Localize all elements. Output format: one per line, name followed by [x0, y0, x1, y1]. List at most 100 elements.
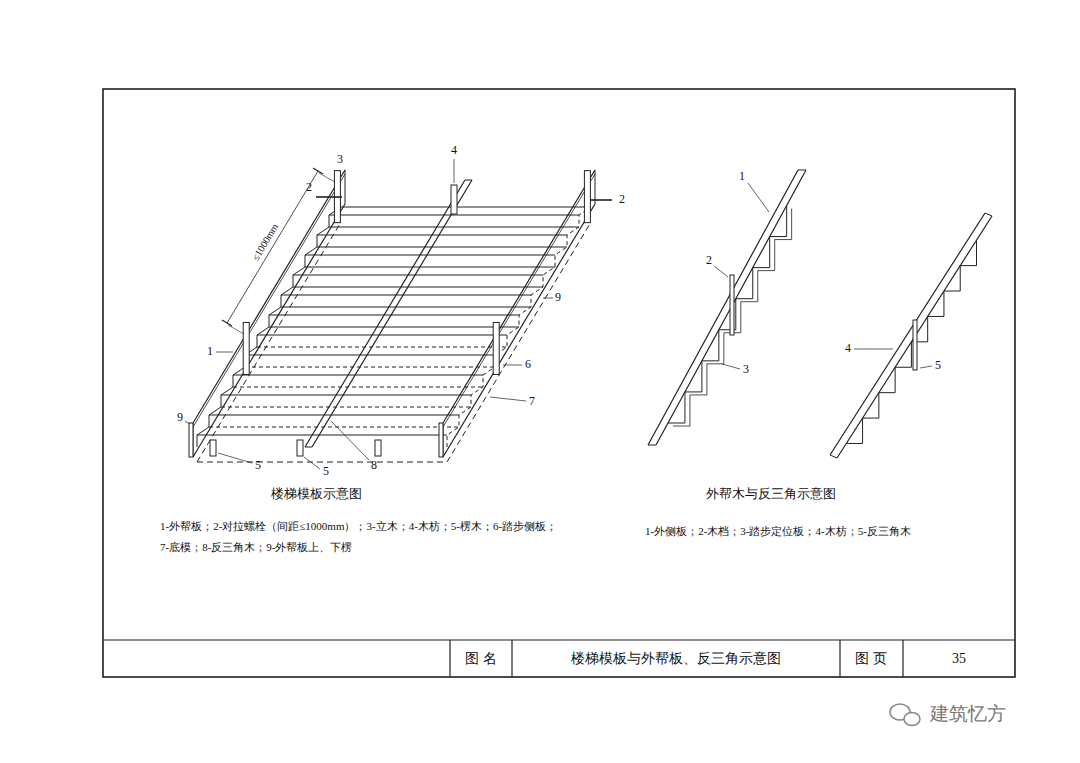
leader-line [216, 352, 233, 353]
callout-number: 3 [337, 153, 343, 166]
timber-beam [985, 213, 992, 216]
title-block-line [103, 639, 1015, 640]
step-side-board [209, 427, 459, 428]
outer-side-board [595, 170, 596, 204]
timber-beam [305, 447, 312, 448]
outer-side-board [443, 204, 595, 457]
step-side-board [305, 267, 555, 268]
outer-side-board [443, 174, 595, 427]
watermark-icon [904, 713, 920, 726]
step-side-board [305, 255, 555, 256]
legend-note: 1-外侧板；2-木档；3-踏步定位板；4-木枋；5-反三角木 [645, 525, 911, 537]
timber-beam [830, 213, 985, 455]
bottom-form [447, 222, 591, 462]
leader-line [722, 364, 740, 369]
title-block-cell: 35 [952, 651, 966, 666]
step-side-board [281, 295, 531, 296]
title-block-cell: 图 页 [855, 651, 887, 666]
outer-side-board [193, 170, 345, 423]
leader-line [854, 349, 893, 350]
bottom-form [197, 462, 447, 463]
leader-line [920, 366, 932, 368]
step-side-board [317, 247, 567, 248]
callout-number: 4 [451, 144, 457, 157]
callout-number: 5 [323, 465, 329, 478]
title-block-line [902, 640, 903, 677]
timber-beam [312, 180, 472, 447]
title-block-line [511, 640, 512, 677]
outer-side-board [798, 170, 806, 171]
step-side-board [341, 207, 591, 208]
dimension-tick [313, 168, 323, 174]
wood-batten [913, 320, 917, 370]
step-side-board [269, 315, 519, 316]
callout-number: 2 [619, 193, 625, 206]
step-side-board [293, 287, 543, 288]
callout-number: 5 [255, 459, 261, 472]
leader-line [331, 421, 369, 460]
step-side-board [281, 307, 531, 308]
vertical-post [451, 185, 457, 214]
title-block-line [839, 640, 840, 677]
step-side-board [293, 275, 543, 276]
dimension-line [227, 171, 318, 323]
extension-line [319, 173, 335, 182]
step-side-board [257, 335, 507, 336]
callout-number: 9 [555, 291, 561, 304]
step-side-board [257, 347, 507, 348]
step-side-board [221, 395, 471, 396]
step-side-board [209, 415, 459, 416]
leader-line [748, 183, 769, 212]
step-side-board [269, 327, 519, 328]
step-side-board [221, 407, 471, 408]
timber-beam [837, 216, 992, 458]
callout-number: 1 [739, 170, 745, 183]
timber-beam [465, 180, 472, 181]
leader-line [490, 397, 526, 401]
leader-line [304, 457, 320, 469]
tie-bolt [590, 199, 612, 201]
step-side-board [197, 435, 447, 436]
callout-number: 8 [371, 459, 377, 472]
board-batten [439, 423, 443, 457]
outer-side-board [656, 170, 806, 445]
cleat [375, 440, 381, 456]
extension-line [228, 325, 244, 334]
step-side-board [317, 235, 567, 236]
figure-caption: 楼梯模板示意图 [271, 487, 362, 501]
callout-number: 4 [845, 342, 851, 355]
vertical-post [243, 322, 249, 374]
callout-number: 1 [207, 345, 213, 358]
callout-number: 6 [525, 358, 531, 371]
cleat [297, 440, 303, 456]
board-batten [189, 423, 193, 457]
legend-note: 7-底模；8-反三角木；9-外帮板上、下楞 [160, 541, 353, 553]
outer-side-board [648, 445, 656, 446]
step-side-board [329, 215, 579, 216]
reverse-triangle [846, 240, 976, 443]
leader-line [543, 298, 553, 299]
dimension-tick [222, 320, 232, 326]
outer-side-board [443, 170, 595, 423]
callout-number: 3 [743, 363, 749, 376]
title-block-cell: 图 名 [465, 651, 497, 666]
stair-profile [197, 207, 341, 447]
cleat [210, 440, 216, 456]
figure-caption: 外帮木与反三角示意图 [706, 487, 836, 501]
callout-number: 2 [306, 181, 312, 194]
step-side-board [233, 387, 483, 388]
bottom-form [197, 222, 341, 462]
title-block-cell: 楼梯模板与外帮板、反三角示意图 [571, 651, 781, 666]
callout-number: 5 [935, 359, 941, 372]
step-locating-board [673, 208, 792, 426]
step-side-board [233, 375, 483, 376]
outer-side-board [345, 170, 346, 204]
vertical-post [584, 171, 590, 223]
outer-side-board [648, 170, 798, 445]
leader-line [185, 421, 190, 424]
step-side-board [245, 355, 495, 356]
vertical-post [493, 322, 499, 374]
step-locating-board [668, 205, 787, 423]
callout-number: 2 [706, 254, 712, 267]
